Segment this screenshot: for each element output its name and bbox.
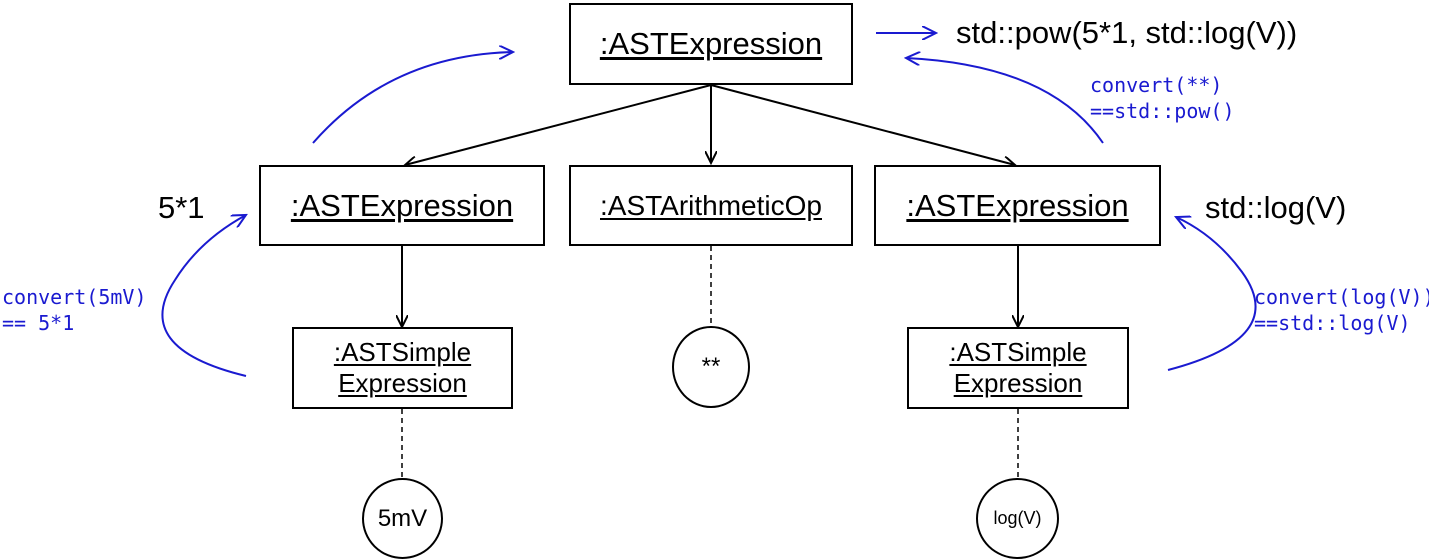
middle-node-label: :ASTArithmeticOp	[600, 189, 822, 221]
left-result-text: 5*1	[158, 190, 205, 225]
convert-arrow-left-up	[312, 52, 513, 144]
right-ast-expression-node: :ASTExpression	[874, 165, 1161, 246]
root-result-text: std::pow(5*1, std::log(V))	[956, 15, 1298, 50]
left-convert-annotation: convert(5mV) == 5*1	[2, 284, 147, 336]
operator-value-circle: **	[672, 326, 750, 408]
right-simple-label-line2: Expression	[953, 368, 1083, 398]
right-convert-annotation: convert(log(V)) ==std::log(V)	[1254, 284, 1429, 336]
edge-root-right	[710, 84, 1015, 165]
left-convert-line2: == 5*1	[2, 311, 75, 335]
left-ast-expression-node: :ASTExpression	[259, 165, 545, 246]
root-convert-line2: ==std::pow()	[1090, 99, 1235, 123]
left-leaf-value: 5mV	[377, 504, 428, 532]
right-convert-line2: ==std::log(V)	[1254, 311, 1411, 335]
root-ast-expression-node: :ASTExpression	[569, 3, 853, 85]
right-result-text: std::log(V)	[1205, 190, 1347, 225]
ast-arithmetic-op-node: :ASTArithmeticOp	[569, 165, 853, 246]
right-node-label: :ASTExpression	[906, 187, 1129, 223]
right-leaf-value: log(V)	[993, 508, 1042, 528]
root-convert-line1: convert(**)	[1090, 73, 1223, 97]
left-convert-line1: convert(5mV)	[2, 285, 147, 309]
root-convert-annotation: convert(**) ==std::pow()	[1090, 72, 1235, 124]
right-ast-simple-expression-node: :ASTSimple Expression	[907, 327, 1129, 409]
right-convert-line1: convert(log(V))	[1254, 285, 1429, 309]
convert-arrow-right-up	[906, 58, 1104, 144]
right-value-circle: log(V)	[976, 478, 1059, 559]
operator-value: **	[701, 353, 721, 380]
root-node-label: :ASTExpression	[599, 26, 823, 62]
right-simple-label-line1: :ASTSimple	[949, 336, 1087, 367]
left-node-label: :ASTExpression	[290, 187, 514, 223]
edge-root-left	[405, 84, 712, 165]
left-value-circle: 5mV	[362, 478, 443, 559]
convert-arrow-left-simple	[161, 215, 246, 377]
left-ast-simple-expression-node: :ASTSimple Expression	[292, 327, 513, 409]
left-simple-label-line1: :ASTSimple	[333, 336, 472, 367]
convert-arrow-right-simple	[1167, 217, 1257, 371]
left-simple-label-line2: Expression	[338, 368, 467, 398]
